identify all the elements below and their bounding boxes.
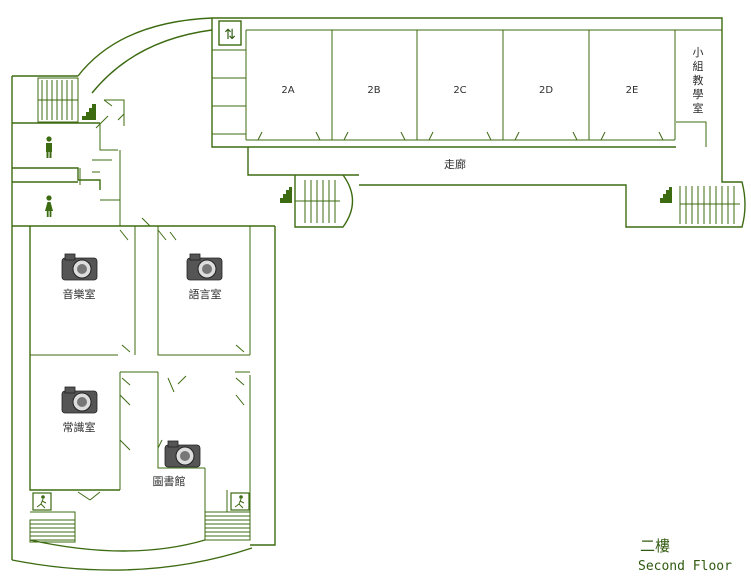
- corridor-label: 走廊: [444, 157, 466, 171]
- svg-text:室: 室: [693, 101, 704, 115]
- floor-title-cn: 二樓: [640, 537, 670, 555]
- room-2b-label: 2B: [367, 85, 380, 96]
- svg-text:學: 學: [693, 88, 704, 101]
- floor-title-en: Second Floor: [638, 559, 732, 574]
- female-restroom-icon: [45, 195, 53, 217]
- room-2a-label: 2A: [281, 85, 294, 96]
- emergency-exit-icon: [230, 492, 250, 511]
- elevator-icon: ⇅: [218, 20, 242, 46]
- southwest-stairs: [29, 511, 76, 543]
- northwest-stairs: [37, 77, 79, 123]
- small-group-room-label: 小 組 教 學 室: [693, 46, 704, 115]
- language-room-label: 語言室: [189, 287, 222, 301]
- music-room-label: 音樂室: [63, 287, 96, 301]
- corridor-stairs-east: [679, 186, 740, 224]
- svg-text:⇅: ⇅: [224, 27, 236, 43]
- west-room-walls: [30, 217, 251, 501]
- svg-text:小: 小: [693, 46, 704, 59]
- stairs-icon: [660, 187, 672, 203]
- svg-text:組: 組: [693, 60, 704, 73]
- emergency-exit-icon: [32, 492, 52, 511]
- classroom-walls: [245, 29, 722, 147]
- stairs-icon: [280, 187, 292, 203]
- svg-text:教: 教: [693, 74, 704, 87]
- camera-icon: [61, 386, 98, 414]
- camera-icon: [164, 440, 201, 468]
- restroom-area-walls: [12, 99, 125, 226]
- room-2e-label: 2E: [626, 85, 639, 96]
- room-2d-label: 2D: [539, 85, 553, 96]
- camera-icon: [186, 253, 223, 281]
- room-2c-label: 2C: [453, 85, 466, 96]
- outer-walls: [11, 17, 746, 571]
- general-room-label: 常識室: [63, 420, 96, 434]
- south-stairs: [204, 468, 251, 541]
- camera-icon: [61, 253, 98, 281]
- corridor-stairs-middle: [294, 174, 354, 228]
- male-restroom-icon: [46, 136, 52, 158]
- service-rooms: [212, 49, 246, 135]
- stairs-icon: [82, 104, 96, 120]
- library-label: 圖書館: [153, 474, 186, 488]
